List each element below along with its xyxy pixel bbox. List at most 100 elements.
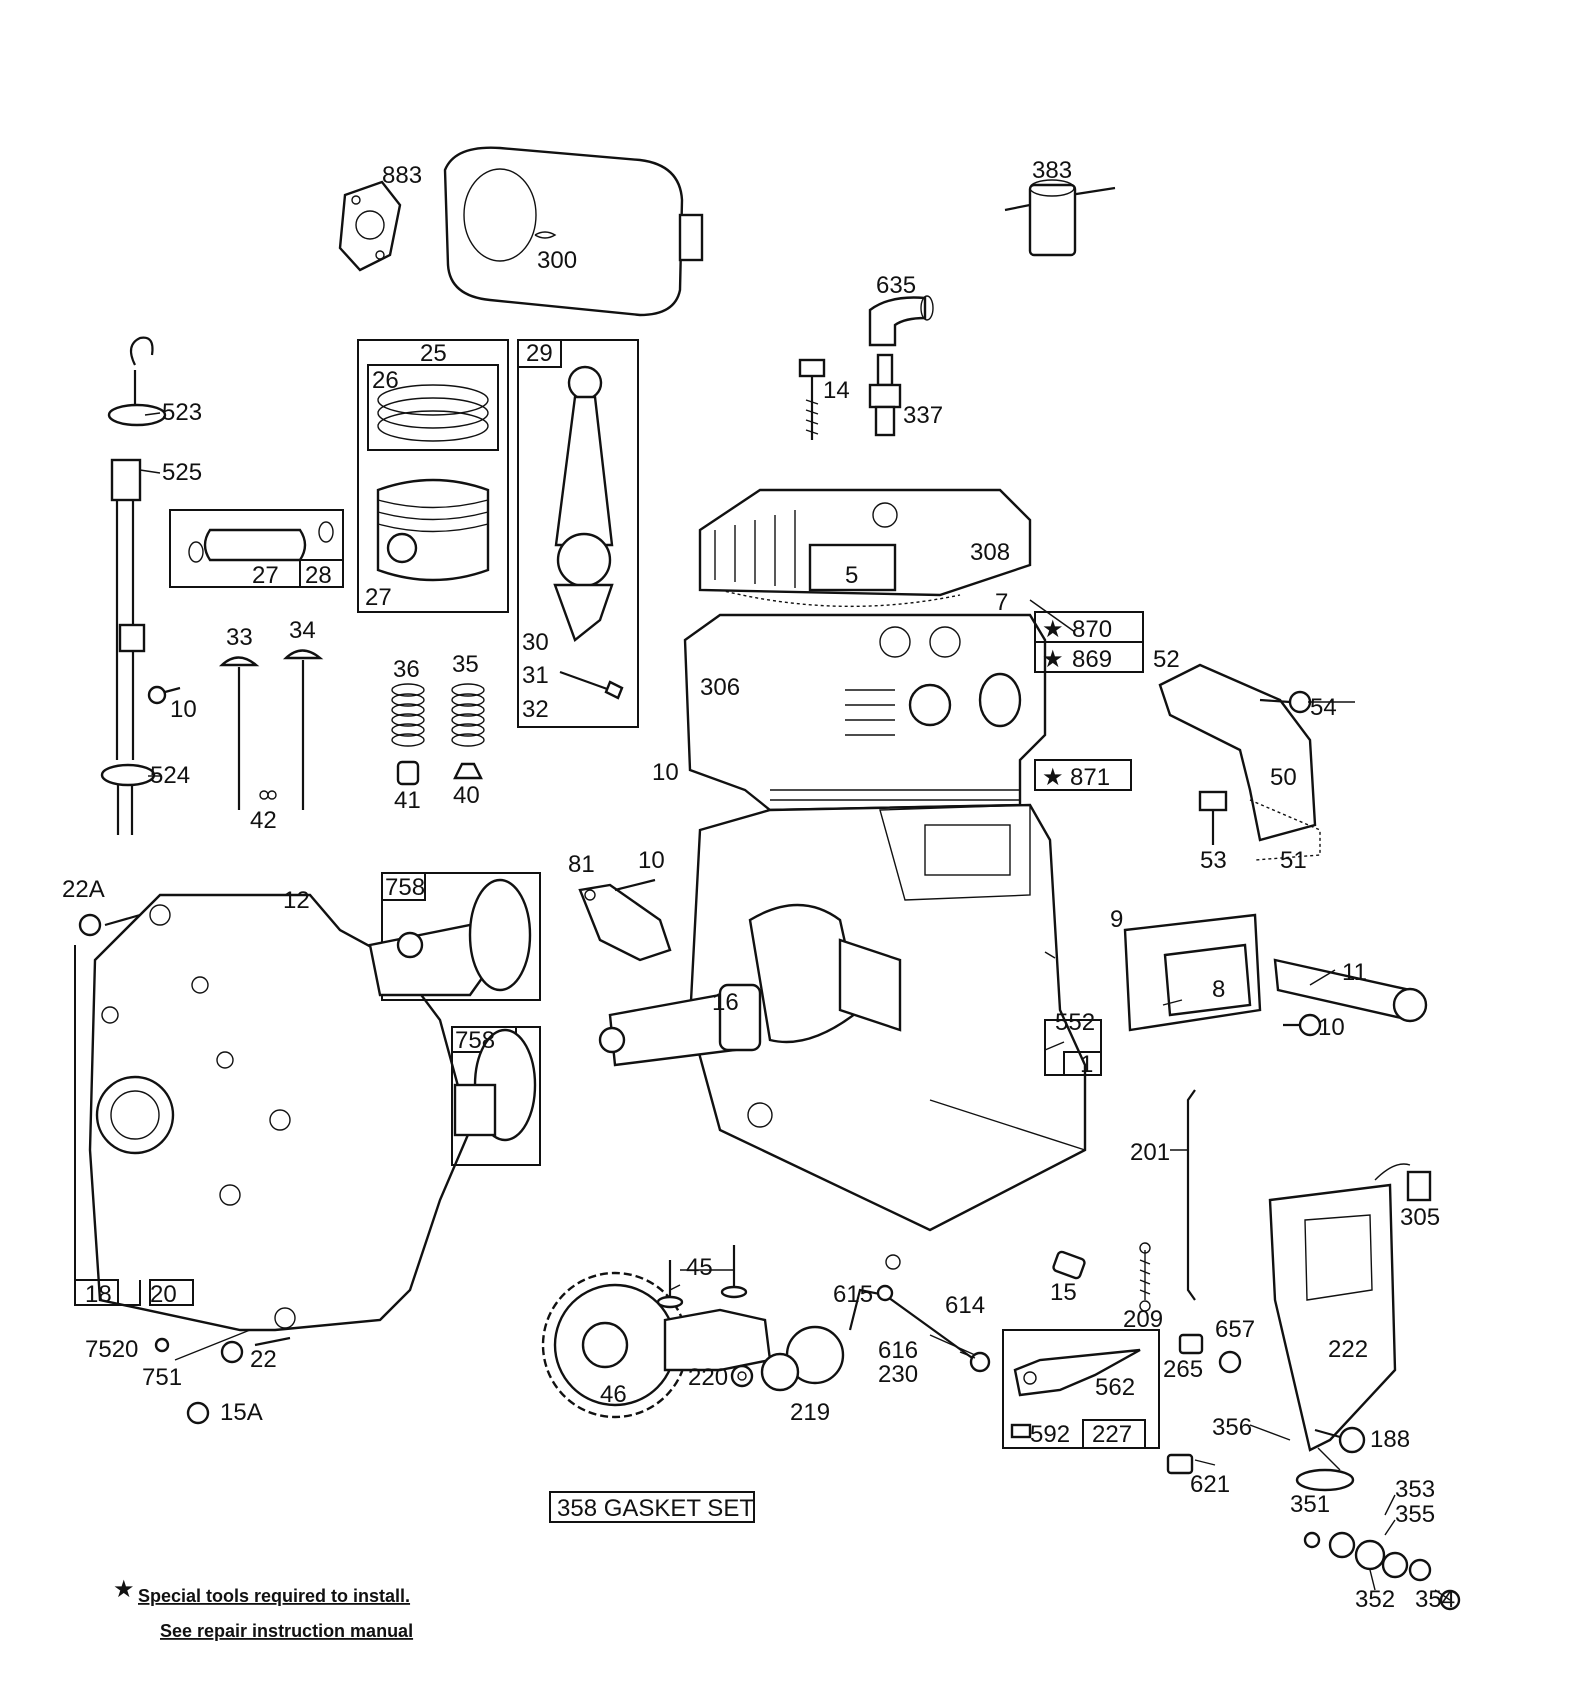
cam-gear-758-upper <box>368 872 541 1001</box>
label-306: 306 <box>700 674 740 701</box>
label-355: 355 <box>1395 1501 1435 1528</box>
cylinder-head-308 <box>698 488 1032 608</box>
label-351: 351 <box>1290 1491 1330 1518</box>
star-871: ★ <box>1042 764 1064 791</box>
label-220: 220 <box>688 1364 728 1391</box>
label-871: 871 <box>1070 764 1110 791</box>
label-209: 209 <box>1123 1306 1163 1333</box>
label-222: 222 <box>1328 1336 1368 1363</box>
label-15: 15 <box>1050 1279 1077 1306</box>
washer-220 <box>730 1364 754 1388</box>
control-bracket-222 <box>1268 1163 1432 1452</box>
label-265: 265 <box>1163 1356 1203 1383</box>
spring-retainer-40 <box>453 762 483 780</box>
tappets-45 <box>656 1245 748 1309</box>
clip-15 <box>1052 1250 1086 1280</box>
label-635: 635 <box>876 272 916 299</box>
label-614: 614 <box>945 1292 985 1319</box>
label-11: 11 <box>1342 959 1367 986</box>
label-41: 41 <box>394 787 421 814</box>
label-758b: 758 <box>455 1027 495 1054</box>
label-40: 40 <box>453 782 480 809</box>
label-5: 5 <box>845 562 858 589</box>
bolt-14-head <box>798 358 826 440</box>
label-18: 18 <box>85 1281 112 1308</box>
label-34: 34 <box>289 617 316 644</box>
label-383: 383 <box>1032 157 1072 184</box>
label-10a: 10 <box>170 696 197 723</box>
sump-cover <box>74 893 472 1425</box>
label-230: 230 <box>878 1361 918 1388</box>
screw-53 <box>1198 790 1228 845</box>
spring-retainer-41 <box>396 760 420 786</box>
label-16: 16 <box>712 989 739 1016</box>
piston-assembly-box <box>357 339 509 613</box>
label-15A: 15A <box>220 1399 263 1426</box>
label-46: 46 <box>600 1381 627 1408</box>
label-31: 31 <box>522 662 549 689</box>
label-27b: 27 <box>365 584 392 611</box>
label-boxes <box>149 611 1144 1523</box>
label-28: 28 <box>305 562 332 589</box>
label-524: 524 <box>150 762 190 789</box>
governor-crank-616 <box>848 1254 991 1373</box>
label-52: 52 <box>1153 646 1180 673</box>
label-20: 20 <box>150 1281 177 1308</box>
muffler-300 <box>443 146 704 317</box>
label-10b: 10 <box>652 759 679 786</box>
label-188: 188 <box>1370 1426 1410 1453</box>
label-883: 883 <box>382 162 422 189</box>
label-7520: 7520 <box>85 1336 138 1363</box>
footnote-line-2: See repair instruction manual <box>160 1621 413 1641</box>
footnote-star: ★ <box>113 1576 135 1603</box>
label-657: 657 <box>1215 1316 1255 1343</box>
label-29: 29 <box>526 340 553 367</box>
label-592: 592 <box>1030 1421 1070 1448</box>
footnote-line-1: Special tools required to install. <box>138 1586 410 1606</box>
cylinder-block-306 <box>683 613 1047 812</box>
breather-assembly <box>1123 913 1428 1037</box>
governor-gear-219 <box>760 1325 845 1392</box>
label-523: 523 <box>162 399 202 426</box>
label-7: 7 <box>995 589 1008 616</box>
label-869: 869 <box>1072 646 1112 673</box>
valve-spring-35 <box>451 683 485 747</box>
muffler-gasket-883 <box>338 180 402 272</box>
label-201: 201 <box>1130 1139 1170 1166</box>
label-8: 8 <box>1212 976 1225 1003</box>
label-10d: 10 <box>1318 1014 1345 1041</box>
label-300: 300 <box>537 247 577 274</box>
label-42: 42 <box>250 807 277 834</box>
label-12: 12 <box>283 887 310 914</box>
label-308: 308 <box>970 539 1010 566</box>
label-35: 35 <box>452 651 479 678</box>
valve-34 <box>282 649 324 810</box>
valve-keepers-42 <box>259 790 277 800</box>
cam-gear-758-lower <box>451 1026 541 1166</box>
clip-621 <box>1166 1453 1194 1475</box>
screw-10-left <box>147 685 181 705</box>
part-number-labels: 883 300 383 635 14 337 523 525 25 26 29 … <box>62 157 1455 1613</box>
label-27a: 27 <box>252 562 279 589</box>
label-53: 53 <box>1200 847 1227 874</box>
label-353: 353 <box>1395 1476 1435 1503</box>
valve-spring-36 <box>391 683 425 747</box>
clip-265 <box>1178 1333 1204 1355</box>
label-30: 30 <box>522 629 549 656</box>
cam-gear-46 <box>541 1271 772 1419</box>
dipstick-tube <box>100 336 167 835</box>
label-1: 1 <box>1080 1051 1093 1078</box>
label-870: 870 <box>1072 616 1112 643</box>
governor-lever-kit-box <box>1002 1329 1160 1449</box>
label-50: 50 <box>1270 764 1297 791</box>
tool-383 <box>1004 179 1116 257</box>
spark-plug-cover-635 <box>868 295 934 347</box>
label-54: 54 <box>1310 694 1337 721</box>
label-616: 616 <box>878 1337 918 1364</box>
label-10c: 10 <box>638 847 665 874</box>
label-14: 14 <box>823 377 850 404</box>
gasket-set-label: 358 GASKET SET <box>557 1495 754 1522</box>
label-562: 562 <box>1095 1374 1135 1401</box>
screw-188 <box>1314 1426 1366 1454</box>
